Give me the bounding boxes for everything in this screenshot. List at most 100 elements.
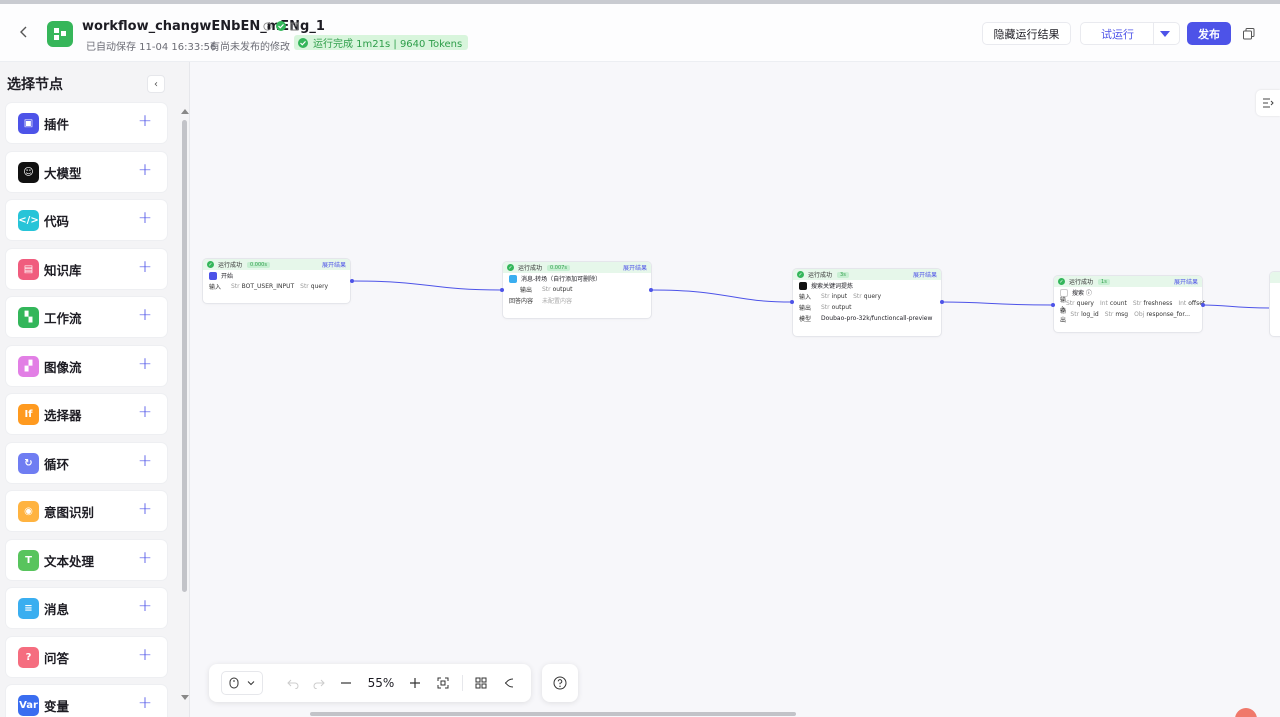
scroll-up-arrow[interactable] [181, 109, 189, 114]
sidebar-item-label: 代码 [44, 213, 70, 229]
canvas-horizontal-scrollbar[interactable] [310, 712, 796, 716]
back-button[interactable] [16, 24, 32, 40]
expand-results-link[interactable]: 展开结果 [912, 272, 937, 279]
publish-button[interactable]: 发布 [1187, 22, 1231, 45]
workflow-icon: ▚ [18, 306, 39, 328]
node-title: 搜索关键词提炼 [811, 283, 854, 290]
sidebar-item-label: 大模型 [44, 165, 82, 181]
add-icon[interactable]: + [137, 111, 153, 131]
minus-icon [341, 682, 351, 684]
fit-view-icon [437, 677, 449, 689]
input-port[interactable] [500, 288, 504, 292]
sidebar-item-qa[interactable]: ? 问答 + [6, 637, 167, 677]
redo-button[interactable] [311, 675, 327, 691]
check-circle-icon: ✓ [797, 271, 804, 278]
sidebar-item-selector[interactable]: If 选择器 + [6, 394, 167, 434]
zoom-out-button[interactable] [338, 675, 354, 691]
minimap-button[interactable] [473, 675, 489, 691]
hide-results-button[interactable]: 隐藏运行结果 [982, 22, 1071, 45]
output-port[interactable] [649, 288, 653, 292]
fit-view-button[interactable] [435, 675, 451, 691]
chevron-down-icon[interactable] [1160, 31, 1170, 37]
field-label: 输入 [1060, 296, 1067, 313]
variable-icon: Var [18, 694, 39, 716]
node-status-bar: ✓ 运行成功 3s 展开结果 [793, 269, 941, 280]
sidebar-item-intent[interactable]: ◉ 意图识别 + [6, 491, 167, 531]
expand-results-link[interactable]: 展开结果 [622, 265, 647, 272]
trial-run-button[interactable]: 试运行 [1080, 22, 1180, 45]
field-label: 模型 [799, 316, 812, 323]
input-port[interactable] [1051, 303, 1055, 307]
undo-button[interactable] [285, 675, 301, 691]
plus-icon [410, 678, 420, 688]
node-title: 消息-转场（自行添加可删除） [521, 276, 602, 283]
node-list-button[interactable] [1256, 90, 1280, 116]
add-icon[interactable]: + [137, 402, 153, 422]
output-port[interactable] [940, 300, 944, 304]
sidebar-item-plugin[interactable]: ▣ 插件 + [6, 103, 167, 143]
collapse-sidebar-button[interactable]: ‹ [147, 75, 165, 93]
field-value: 未配置内容 [542, 298, 573, 305]
zoom-level[interactable]: 55% [367, 676, 395, 690]
node-title-row: 开始 [203, 270, 350, 281]
add-icon[interactable]: + [137, 257, 153, 277]
assistant-avatar[interactable] [1235, 708, 1257, 717]
info-icon[interactable] [263, 21, 272, 31]
help-button[interactable] [542, 664, 578, 702]
scroll-down-arrow[interactable] [181, 695, 189, 700]
add-icon[interactable]: + [137, 208, 153, 228]
sidebar-item-label: 图像流 [44, 359, 82, 375]
interaction-mode-button[interactable] [221, 671, 263, 695]
sidebar-item-imageflow[interactable]: ▞ 图像流 + [6, 346, 167, 386]
output-port[interactable] [1201, 303, 1205, 307]
sidebar-item-loop[interactable]: ↻ 循环 + [6, 443, 167, 483]
model-name: Doubao-pro-32k/functioncall-preview [821, 315, 933, 322]
expand-results-link[interactable]: 展开结果 [1173, 279, 1198, 286]
add-icon[interactable]: + [137, 499, 153, 519]
node-status-bar: ✓ 运行成功 0.000s 展开结果 [203, 259, 350, 270]
sidebar-item-llm[interactable]: ☺ 大模型 + [6, 152, 167, 192]
add-icon[interactable]: + [137, 451, 153, 471]
copy-button[interactable] [1242, 26, 1258, 42]
sidebar-item-label: 变量 [44, 698, 70, 714]
edit-icon[interactable] [290, 21, 300, 31]
output-port[interactable] [350, 279, 354, 283]
add-icon[interactable]: + [137, 596, 153, 616]
sidebar-item-knowledge[interactable]: ▤ 知识库 + [6, 249, 167, 289]
add-icon[interactable]: + [137, 645, 153, 665]
message-icon: ≡ [18, 597, 39, 619]
message-node[interactable]: ✓ 运行成功 0.007s 展开结果 消息-转场（自行添加可删除） 输出 Str… [503, 262, 651, 318]
expand-results-link[interactable]: 展开结果 [321, 262, 346, 269]
sidebar-item-text[interactable]: T 文本处理 + [6, 540, 167, 580]
sidebar-item-variable[interactable]: Var 变量 + [6, 685, 167, 717]
next-node-partial[interactable] [1270, 272, 1280, 336]
add-icon[interactable]: + [137, 354, 153, 374]
sidebar-item-message[interactable]: ≡ 消息 + [6, 588, 167, 628]
add-icon[interactable]: + [137, 305, 153, 325]
run-status-badge: 运行完成 1m21s | 9640 Tokens [294, 35, 469, 50]
layout-button[interactable] [501, 675, 517, 691]
sidebar-item-code[interactable]: </> 代码 + [6, 200, 167, 240]
sidebar-item-workflow[interactable]: ▚ 工作流 + [6, 297, 167, 337]
add-icon[interactable]: + [137, 548, 153, 568]
input-port[interactable] [790, 300, 794, 304]
add-icon[interactable]: + [137, 693, 153, 713]
sidebar-scrollbar[interactable] [182, 120, 187, 592]
llm-icon [799, 281, 807, 290]
zoom-in-button[interactable] [407, 675, 423, 691]
header: workflow_changwENbEN_mENg_1 已自动保存 11-04 … [0, 0, 1280, 62]
add-icon[interactable]: + [137, 160, 153, 180]
field-label: 输出 [520, 287, 533, 294]
